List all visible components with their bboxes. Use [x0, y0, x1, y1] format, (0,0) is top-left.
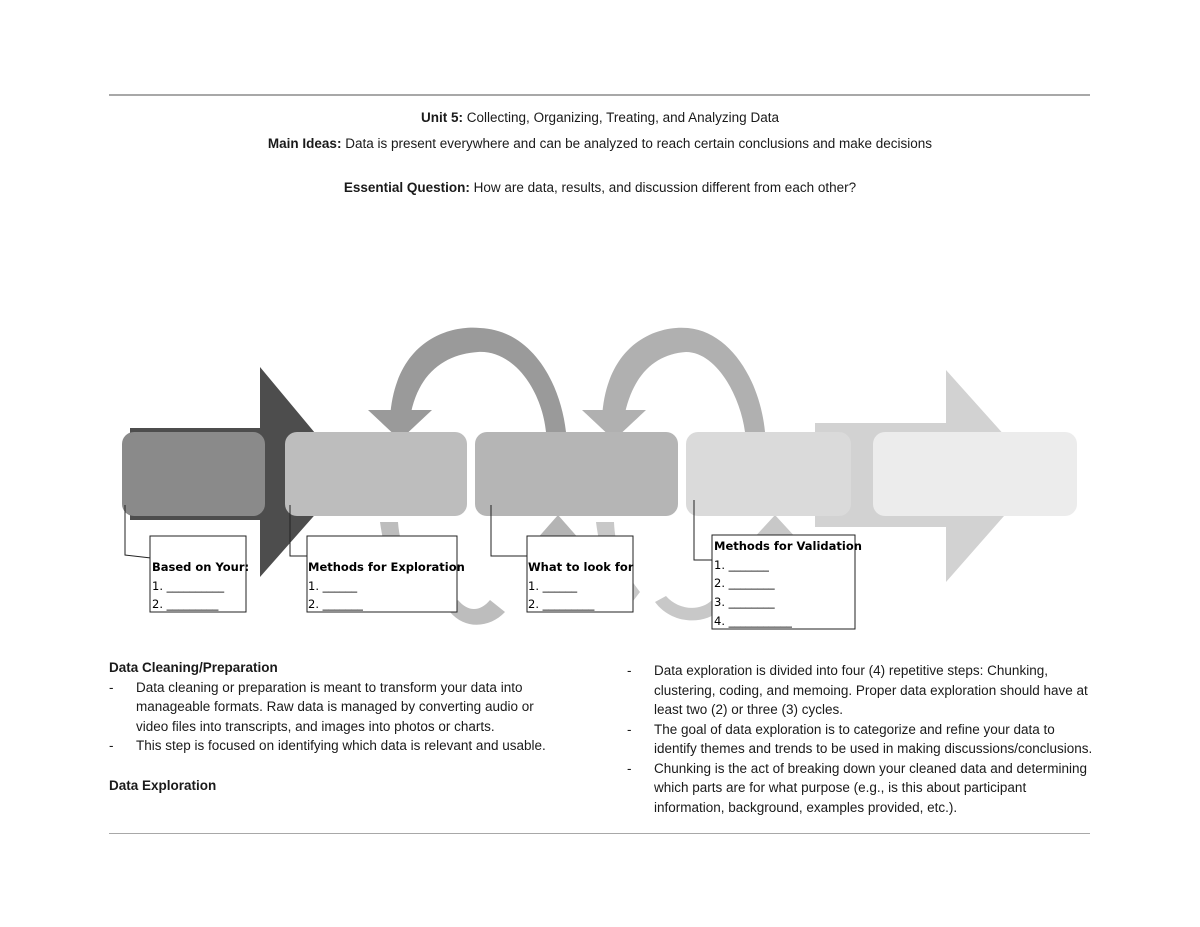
main-ideas: Main Ideas: Data is present everywhere a…	[255, 135, 945, 152]
section-title-exploration: Data Exploration	[109, 777, 217, 793]
callout-based-on-title: Based on Your:	[152, 560, 249, 574]
callout-validation-line: 2. ________	[714, 576, 775, 590]
section-title-cleaning: Data Cleaning/Preparation	[109, 660, 278, 675]
step-box-5	[873, 432, 1077, 516]
callout-exploration: Methods for Exploration 1. ______ 2. ___…	[306, 535, 465, 613]
callout-validation-line: 1. _______	[714, 558, 769, 572]
callout-look-for-title: What to look for	[528, 560, 634, 574]
list-item: - Data exploration is divided into four …	[627, 661, 1097, 720]
callout-look-for-line: 2. _________	[528, 597, 595, 611]
callout-based-on-line: 2. _________	[152, 597, 219, 611]
list-item: - The goal of data exploration is to cat…	[627, 720, 1097, 759]
bullet-dash: -	[109, 679, 114, 695]
process-diagram: Based on Your: 1. __________ 2. ________…	[122, 327, 1077, 630]
up-arrow-1	[536, 515, 580, 540]
essential-question: Essential Question: How are data, result…	[250, 179, 950, 196]
callout-look-for-line: 1. ______	[528, 579, 577, 593]
connector-3	[490, 505, 528, 557]
callout-based-on: Based on Your: 1. __________ 2. ________…	[149, 535, 249, 613]
essential-question-text: How are data, results, and discussion di…	[473, 180, 857, 195]
up-arrow-2	[752, 515, 798, 540]
list-item-text: This step is focused on identifying whic…	[136, 738, 546, 753]
unit-heading: Unit 5: Collecting, Organizing, Treating…	[250, 109, 950, 126]
callout-validation-line: 4. ___________	[714, 614, 792, 628]
unit-title: Collecting, Organizing, Treating, and An…	[466, 110, 779, 125]
step-box-2	[285, 432, 467, 516]
main-ideas-text: Data is present everywhere and can be an…	[345, 136, 933, 151]
connector-2	[289, 505, 310, 557]
bullet-dash: -	[109, 738, 114, 753]
essential-question-label: Essential Question:	[343, 180, 470, 195]
list-item-text: Data exploration is divided into four (4…	[654, 663, 1088, 717]
callout-exploration-line: 1. ______	[308, 579, 357, 593]
bullet-dash: -	[627, 663, 632, 678]
bullet-dash: -	[627, 721, 632, 737]
connector-1	[124, 505, 152, 559]
main-ideas-label: Main Ideas:	[267, 136, 342, 151]
callout-based-on-line: 1. __________	[152, 579, 224, 593]
unit-label: Unit 5:	[421, 110, 464, 125]
list-item: - This step is focused on identifying wh…	[109, 736, 559, 756]
list-item-text: Chunking is the act of breaking down you…	[654, 760, 1088, 815]
bullet-dash: -	[627, 760, 632, 776]
step-box-1	[122, 432, 265, 516]
callout-validation-line: 3. ________	[714, 595, 775, 609]
bottom-rule	[109, 833, 1090, 834]
list-item-text: The goal of data exploration is to categ…	[654, 721, 1093, 757]
callout-exploration-line: 2. _______	[308, 597, 363, 611]
connector-4	[693, 500, 713, 561]
callout-exploration-title: Methods for Exploration	[308, 560, 465, 574]
step-box-4	[686, 432, 851, 516]
top-rule	[109, 94, 1090, 96]
list-item: - Chunking is the act of breaking down y…	[627, 759, 1097, 818]
callout-look-for: What to look for 1. ______ 2. _________	[526, 535, 634, 613]
right-column: - Data exploration is divided into four …	[627, 661, 1097, 817]
callout-validation-title: Methods for Validation	[714, 539, 862, 553]
callout-validation: Methods for Validation 1. _______ 2. ___…	[711, 534, 862, 630]
left-column: Data Cleaning/Preparation - Data cleanin…	[109, 658, 559, 795]
list-item: - Data cleaning or preparation is meant …	[109, 678, 559, 737]
list-item-text: Data cleaning or preparation is meant to…	[136, 679, 534, 734]
step-box-3	[475, 432, 678, 516]
